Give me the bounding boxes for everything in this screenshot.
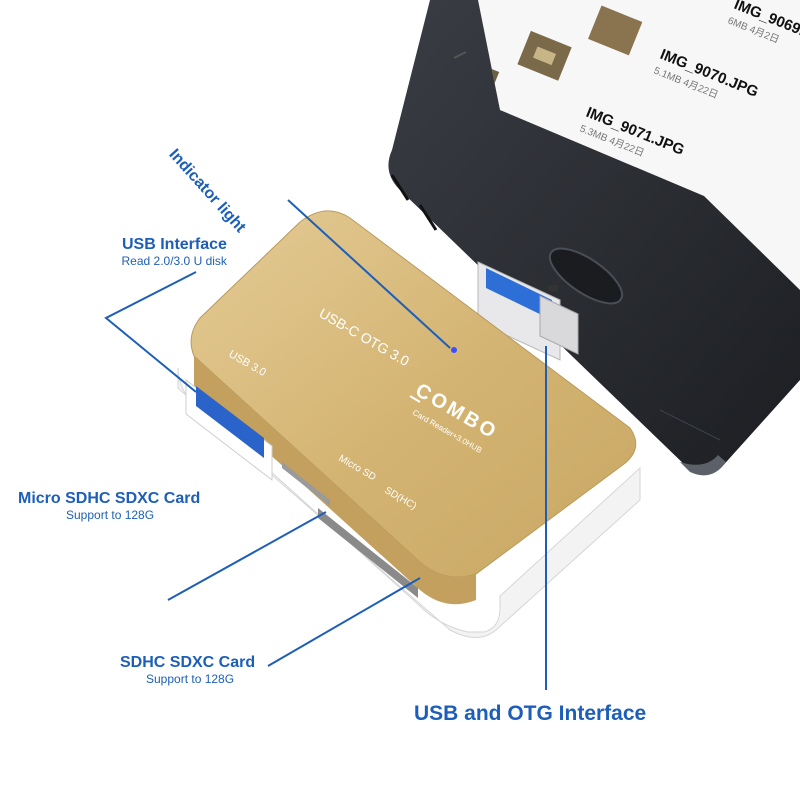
smartphone [388,0,800,476]
usb-callout-line [104,271,197,393]
sdhc-sdxc-label: SDHC SDXC Card Support to 128G [120,654,255,686]
micro-sdhc-title: Micro SDHC SDXC Card [18,490,201,507]
card-reader: USB-C OTG 3.0 USB 3.0 COMBO Card Reader+… [177,210,641,638]
usb-c-plug [477,261,579,361]
micro-sdhc-sub: Support to 128G [66,508,155,522]
sd-callout-line [267,577,421,667]
micro-sd-callout-line [167,511,327,601]
sdhc-sdxc-sub: Support to 128G [146,672,235,686]
indicator-led [451,347,457,353]
usb-interface-sub: Read 2.0/3.0 U disk [121,254,227,268]
micro-sdhc-label: Micro SDHC SDXC Card Support to 128G [18,490,200,522]
usb-interface-label: USB Interface Read 2.0/3.0 U disk [122,236,227,268]
micro-sd-slot[interactable] [282,462,330,506]
callout-lines [104,199,547,690]
thumbnail-icon [588,5,643,56]
usb-otg-label: USB and OTG Interface [414,702,647,725]
usb-interface-title: USB Interface [122,236,227,253]
indicator-callout-line [287,199,451,349]
sdhc-sdxc-title: SDHC SDXC Card [120,654,256,671]
usb-3-port[interactable] [185,378,273,482]
home-button [548,247,624,305]
sd-slot[interactable] [318,508,418,598]
